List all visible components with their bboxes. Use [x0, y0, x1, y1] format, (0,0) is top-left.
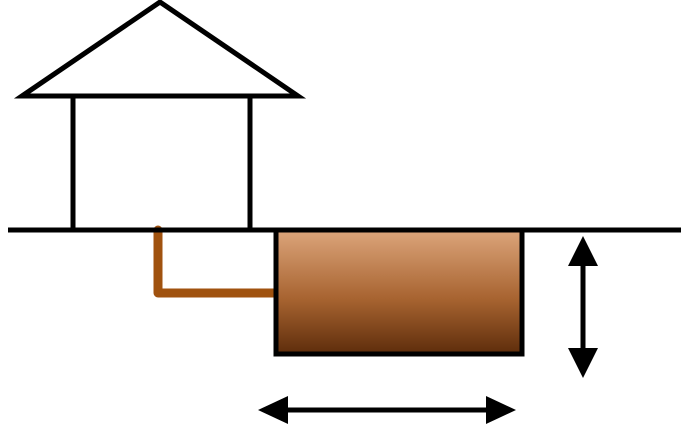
house-roof	[13, 0, 307, 99]
length-arrow-icon	[258, 396, 516, 424]
septic-tank	[273, 227, 525, 357]
depth-arrow-icon	[568, 236, 598, 378]
house	[13, 0, 307, 233]
drain-pipe	[153, 225, 281, 298]
house-body	[70, 93, 253, 233]
